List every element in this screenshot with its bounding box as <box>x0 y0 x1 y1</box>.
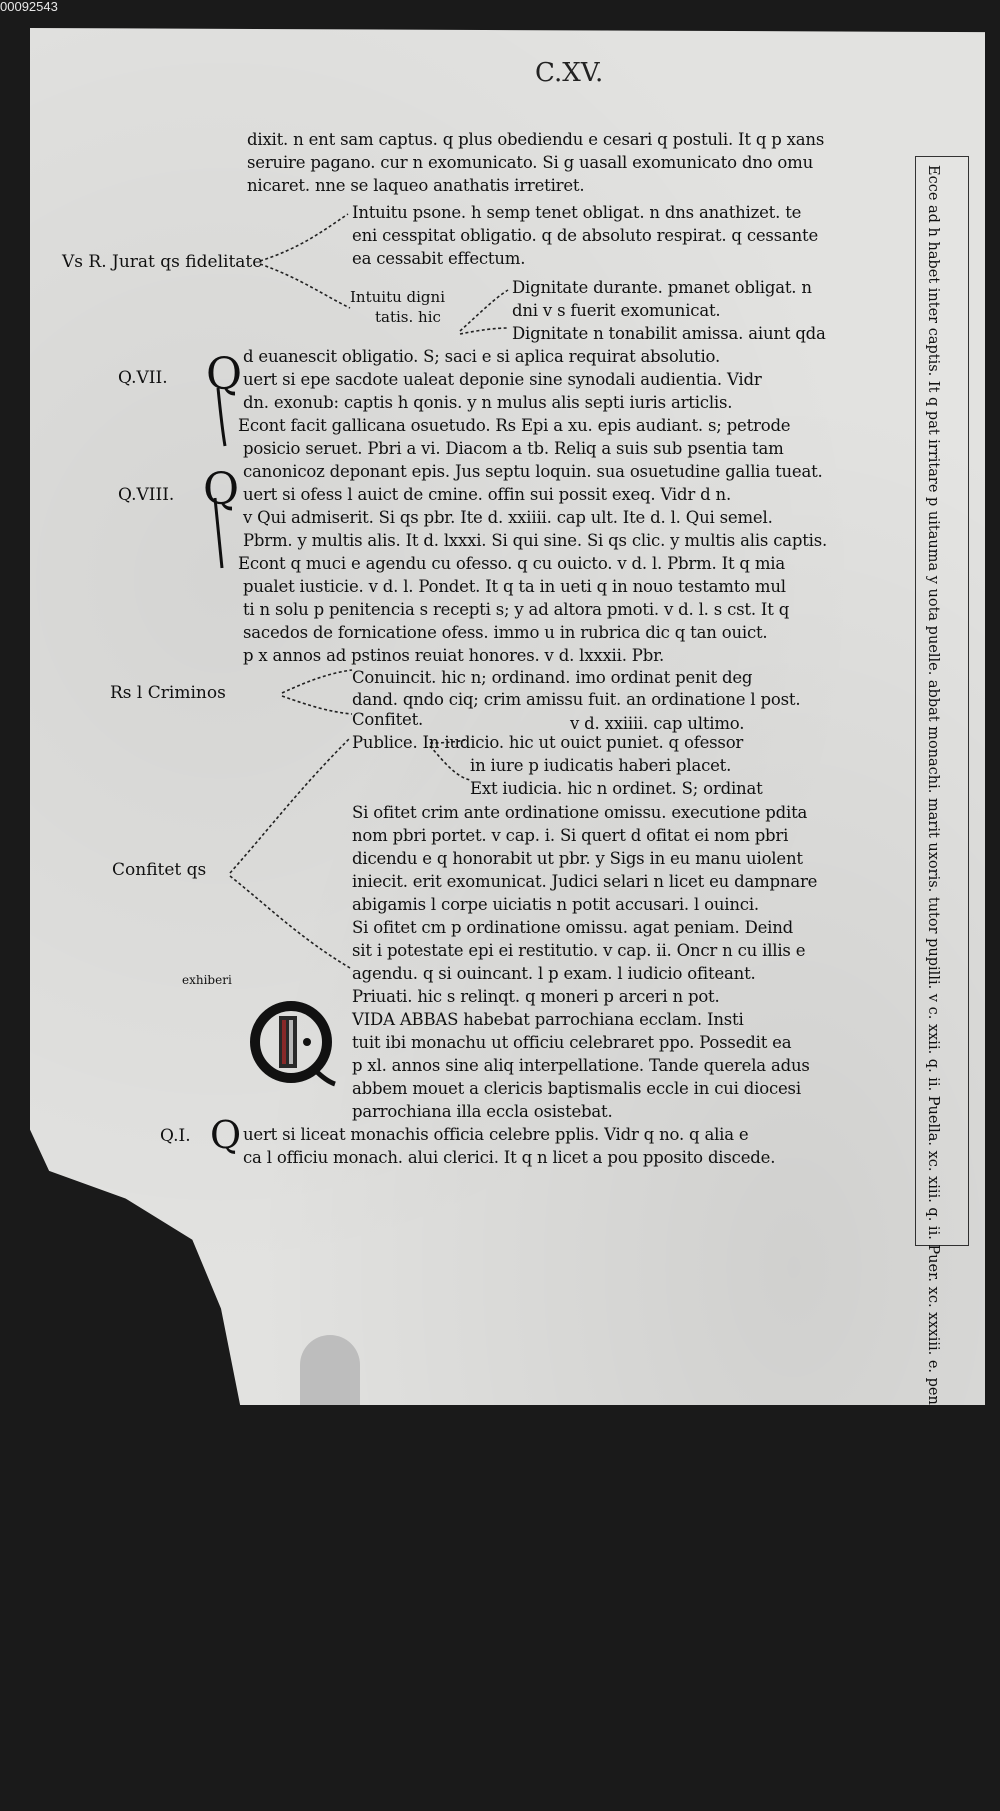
text-line: ea cessabit effectum. <box>352 249 526 268</box>
text-line: dand. qndo ciq; crim amissu fuit. an ord… <box>352 690 801 709</box>
label-intuitu-dignitatis: Intuitu digni <box>350 288 445 306</box>
text-line: uert si ofess l auict de cmine. offin su… <box>243 485 731 504</box>
text-line: Econt facit gallicana osuetudo. Rs Epi a… <box>238 416 791 435</box>
text-line: iniecit. erit exomunicat. Judici selari … <box>352 872 818 891</box>
text-line: v d. xxiiii. cap ultimo. <box>570 714 745 733</box>
folio-number: C.XV. <box>535 58 604 88</box>
text-line: v Qui admiserit. Si qs pbr. Ite d. xxiii… <box>243 508 773 527</box>
text-line: nom pbri portet. v cap. i. Si quert d of… <box>352 826 789 845</box>
text-line: ca l officiu monach. alui clerici. It q … <box>243 1148 776 1167</box>
text-line: in iure p iudicatis haberi placet. <box>470 756 732 775</box>
text-line: uert si epe sacdote ualeat deponie sine … <box>243 370 762 389</box>
text-line: dn. exonub: captis h qonis. y n mulus al… <box>243 393 733 412</box>
text-line: Dignitate durante. pmanet obligat. n <box>512 278 812 297</box>
text-line: dixit. n ent sam captus. q plus obediend… <box>247 130 825 149</box>
text-line: abbem mouet a clericis baptismalis eccle… <box>352 1079 801 1098</box>
question-label-1: Q.I. <box>160 1126 191 1146</box>
text-line: Priuati. hic s relinqt. q moneri p arcer… <box>352 987 720 1006</box>
text-line: Pbrm. y multis alis. It d. lxxxi. Si qui… <box>243 531 828 550</box>
thumb-shadow <box>300 1335 360 1405</box>
text-line: p x annos ad pstinos reuiat honores. v d… <box>243 646 664 665</box>
text-line: Conuincit. hic n; ordinand. imo ordinat … <box>352 668 753 687</box>
text-line: Publice. In iudicio. hic ut ouict puniet… <box>352 733 744 752</box>
text-line: Si ofitet crim ante ordinatione omissu. … <box>352 803 808 822</box>
text-line: uert si liceat monachis officia celebre … <box>243 1125 749 1144</box>
text-line: tuit ibi monachu ut officiu celebraret p… <box>352 1033 792 1052</box>
rubric-criminosi: Rs l Criminos <box>110 683 226 703</box>
text-line: dni v s fuerit exomunicat. <box>512 301 721 320</box>
text-line: ti n solu p penitencia s recepti s; y ad… <box>243 600 790 619</box>
text-line: parrochiana illa eccla osistebat. <box>352 1102 613 1121</box>
text-line: VIDA ABBAS habebat parrochiana ecclam. I… <box>352 1010 744 1029</box>
text-line: p xl. annos sine aliq interpellatione. T… <box>352 1056 810 1075</box>
text-line: dicendu e q honorabit ut pbr. y Sigs in … <box>352 849 803 868</box>
text-line: Ext iudicia. hic n ordinet. S; ordinat <box>470 779 763 798</box>
question-label-7: Q.VII. <box>118 368 168 388</box>
text-line: sit i potestate epi ei restitutio. v cap… <box>352 941 806 960</box>
rubric-confitet: Confitet qs <box>112 860 207 880</box>
text-line: d euanescit obligatio. S; saci e si apli… <box>243 347 721 366</box>
text-line: Intuitu psone. h semp tenet obligat. n d… <box>352 203 802 222</box>
scan-id: 00092543 <box>0 0 58 14</box>
text-line: abigamis l corpe uiciatis n potit accusa… <box>352 895 759 914</box>
capital-q-1: Q <box>210 1113 242 1157</box>
text-line: canonicoz deponant epis. Jus septu loqui… <box>243 462 823 481</box>
side-note-text: Ecce ad h habet inter captis. It q pat i… <box>925 165 941 1811</box>
text-line: Confitet. <box>352 710 424 729</box>
text-line: eni cesspitat obligatio. q de absoluto r… <box>352 226 819 245</box>
side-note-box: Ecce ad h habet inter captis. It q pat i… <box>915 156 969 1405</box>
text-line: sacedos de fornicatione ofess. immo u in… <box>243 623 768 642</box>
text-line: seruire pagano. cur n exomunicato. Si g … <box>247 153 814 172</box>
text-line: Si ofitet cm p ordinatione omissu. agat … <box>352 918 794 937</box>
illuminated-initial-q <box>250 1001 336 1087</box>
capital-q-8: Q <box>203 464 240 515</box>
note-exhiberi: exhiberi <box>182 973 232 987</box>
text-line: nicaret. nne se laqueo anathatis irretir… <box>247 176 585 195</box>
question-label-8: Q.VIII. <box>118 485 175 505</box>
text-line: pualet iusticie. v d. l. Pondet. It q ta… <box>243 577 786 596</box>
rubric-fidelitate: Vs R. Jurat qs fidelitate <box>62 252 263 272</box>
text-line: posicio seruet. Pbri a vi. Diacom a tb. … <box>243 439 784 458</box>
capital-q-7: Q <box>206 349 243 400</box>
manuscript-page: C.XV. dixit. n ent sam captus. q plus ob… <box>30 28 985 1405</box>
text-line: agendu. q si ouincant. l p exam. l iudic… <box>352 964 756 983</box>
text-line: Econt q muci e agendu cu ofesso. q cu ou… <box>238 554 785 573</box>
label-intuitu-dignitatis-cont: tatis. hic <box>375 308 441 326</box>
text-line: Dignitate n tonabilit amissa. aiunt qda <box>512 324 826 343</box>
